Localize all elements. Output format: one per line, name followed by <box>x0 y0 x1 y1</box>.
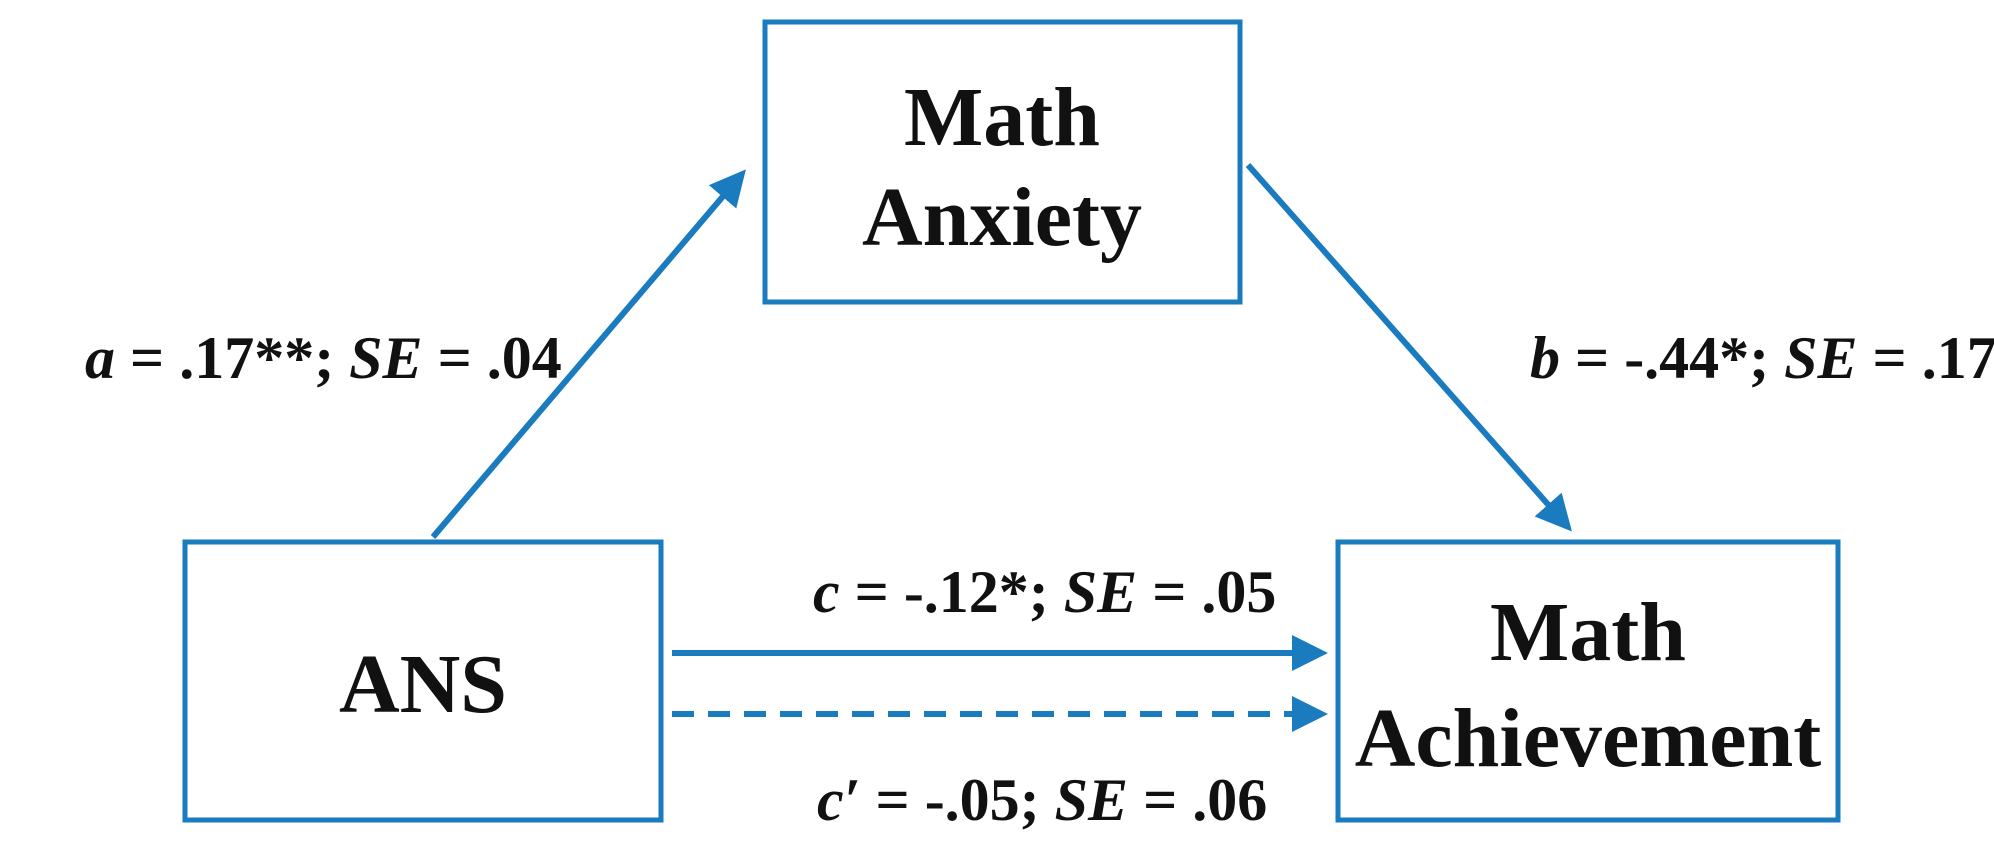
mediator-box <box>762 19 1243 305</box>
path-b-se-symbol: SE <box>1784 325 1857 391</box>
predictor-label: ANS <box>339 638 507 731</box>
outcome-box <box>1335 539 1841 823</box>
path-b-label: b = -.44*; SE = .17 <box>1455 325 1994 391</box>
path-c-se-value: = .05 <box>1137 559 1276 625</box>
path-a-label: a = .17**; SE = .04 <box>10 325 607 391</box>
path-c-value: = -.12*; <box>840 559 1064 625</box>
mediator-label-line1: Math <box>904 71 1100 164</box>
path-c-label: c = -.12*; SE = .05 <box>738 559 1321 625</box>
path-c-symbol: c <box>813 559 840 625</box>
path-c-prime-value: = -.05; <box>861 767 1055 833</box>
path-b-value: = -.44*; <box>1560 325 1784 391</box>
path-b-se-value: = .17 <box>1858 325 1994 391</box>
path-a-value: = .17**; <box>115 325 349 391</box>
path-a-se-value: = .04 <box>423 325 562 391</box>
outcome-label-line2: Achievement <box>1355 692 1822 785</box>
path-a-arrow <box>430 169 746 539</box>
path-c-se-symbol: SE <box>1064 559 1137 625</box>
mediator-node: Math Anxiety <box>762 19 1243 305</box>
path-b-symbol: b <box>1530 325 1560 391</box>
predictor-box <box>182 539 664 823</box>
path-c-prime-symbol: c′ <box>817 767 861 833</box>
path-c-prime-se-symbol: SE <box>1055 767 1128 833</box>
mediator-label-line2: Anxiety <box>862 171 1142 264</box>
path-c-prime-label: c′ = -.05; SE = .06 <box>742 767 1312 833</box>
outcome-node: Math Achievement <box>1335 539 1841 823</box>
predictor-node: ANS <box>182 539 664 823</box>
path-c-prime-se-value: = .06 <box>1128 767 1267 833</box>
path-a-symbol: a <box>85 325 115 391</box>
path-a-se-symbol: SE <box>349 325 422 391</box>
path-b-arrow <box>1245 163 1572 532</box>
outcome-label-line1: Math <box>1490 586 1686 679</box>
